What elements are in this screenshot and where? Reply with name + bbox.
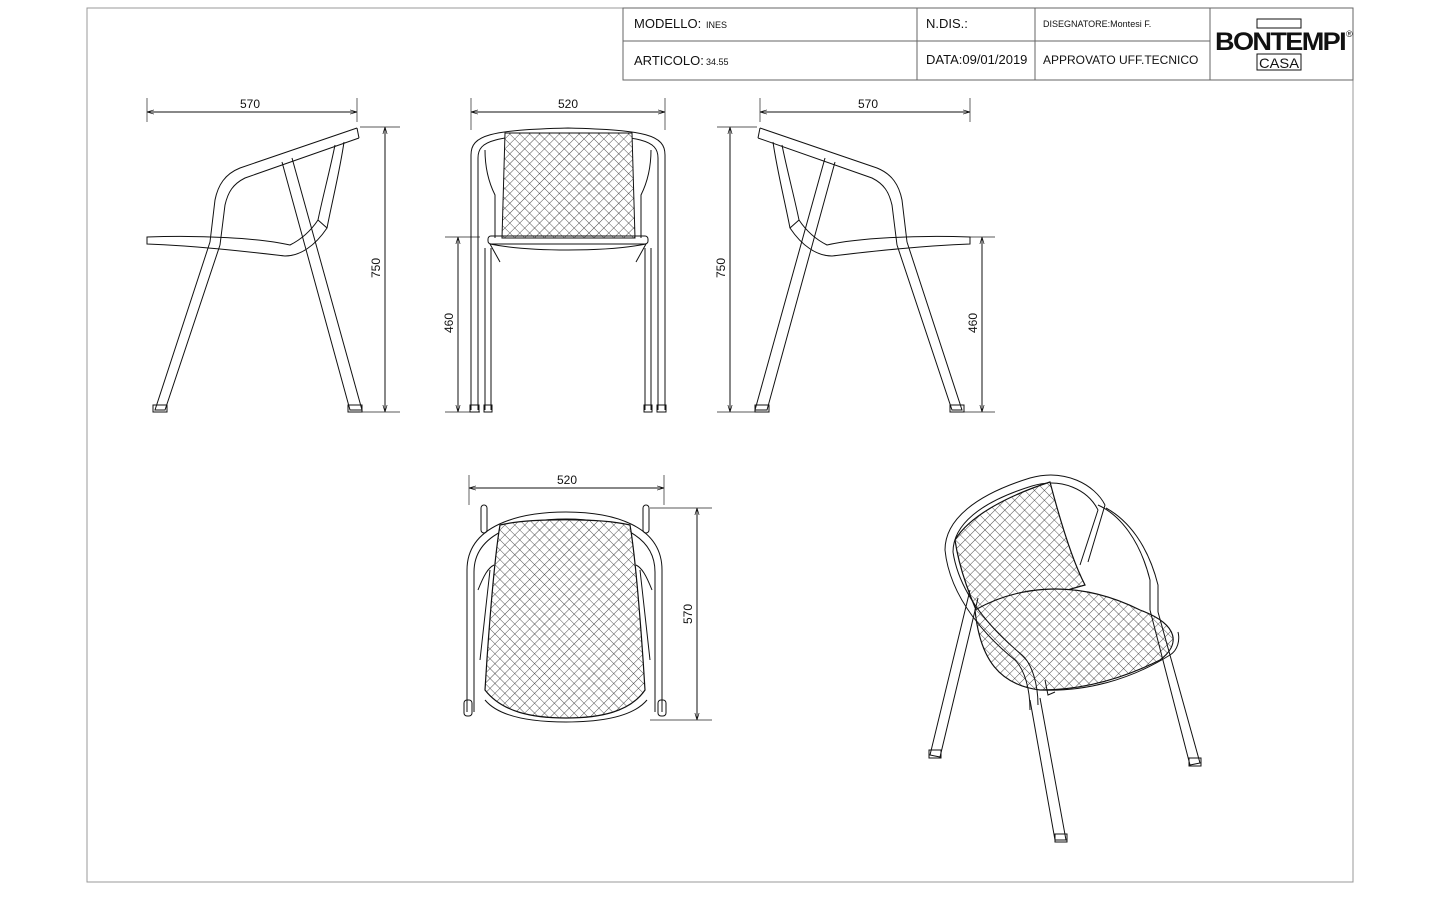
- logo-registered-mark: ®: [1346, 29, 1353, 39]
- dimension-seat-height-front: 460: [442, 236, 480, 413]
- dim-text-depth-left: 570: [240, 97, 260, 111]
- logo-main-text: BONTEMPI: [1215, 28, 1346, 56]
- dimension-height-right: 750: [714, 126, 757, 413]
- modello-label: MODELLO:: [634, 16, 701, 31]
- ndis-label: N.DIS.:: [926, 16, 968, 31]
- approvato-label: APPROVATO UFF.TECNICO: [1043, 53, 1198, 67]
- disegnatore-label: DISEGNATORE:Montesi F.: [1043, 19, 1151, 29]
- dimension-width-front: 520: [470, 97, 666, 130]
- dimension-depth-right: 570: [759, 97, 971, 122]
- dim-text-width-top: 520: [557, 473, 577, 487]
- articolo-value: 34.55: [706, 57, 729, 67]
- dim-text-depth-right: 570: [858, 97, 878, 111]
- dim-text-seat-height-right: 460: [966, 313, 980, 333]
- modello-value: INES: [706, 20, 727, 30]
- dim-text-seat-height-front: 460: [442, 313, 456, 333]
- front-view: 520 460: [442, 97, 667, 413]
- side-view-right: 570 750 460: [714, 97, 995, 413]
- dimension-seat-height-right: 460: [960, 236, 995, 413]
- dim-text-height-left: 750: [369, 258, 383, 278]
- dimension-height-left: 750: [360, 126, 400, 413]
- chair-perspective: [928, 474, 1202, 843]
- dimension-width-top: 520: [468, 473, 665, 505]
- perspective-view: [928, 474, 1202, 843]
- side-view-left: 570 750: [146, 97, 400, 413]
- chair-side-right: [754, 127, 971, 413]
- top-view: 520 570: [463, 473, 712, 723]
- dimension-depth-top: 570: [650, 507, 712, 721]
- articolo-label: ARTICOLO:: [634, 53, 704, 68]
- chair-front: [469, 127, 667, 413]
- chair-top: [463, 504, 667, 723]
- bontempi-logo: BONTEMPI ® CASA: [1215, 18, 1353, 71]
- logo-sub-text: CASA: [1259, 55, 1300, 71]
- dimension-depth-left: 570: [146, 97, 358, 122]
- sheet-border: [86, 7, 1354, 883]
- chair-side-left: [146, 127, 363, 413]
- title-block: MODELLO: INES ARTICOLO: 34.55 N.DIS.: DA…: [622, 7, 1354, 81]
- data-label: DATA:09/01/2019: [926, 52, 1027, 67]
- dim-text-depth-top: 570: [681, 604, 695, 624]
- dim-text-width-front: 520: [558, 97, 578, 111]
- dim-text-height-right: 750: [714, 258, 728, 278]
